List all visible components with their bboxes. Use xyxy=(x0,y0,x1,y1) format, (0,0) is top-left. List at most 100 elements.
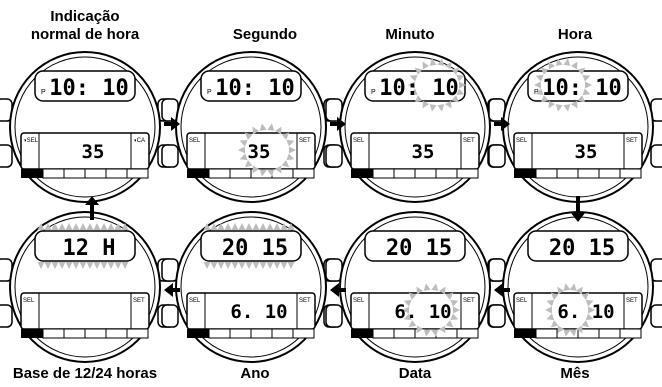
bottom-digits: 35 xyxy=(575,141,598,163)
flash-ray xyxy=(408,320,417,328)
flash-ray xyxy=(252,223,260,230)
flash-ray xyxy=(408,292,417,300)
flash-ray xyxy=(534,81,541,89)
flash-ray xyxy=(287,262,295,269)
flash-ray xyxy=(563,58,571,66)
flash-ray xyxy=(563,283,571,291)
flash-ray xyxy=(402,306,409,314)
arrow-head xyxy=(330,283,339,297)
side-button xyxy=(650,144,662,168)
flash-ray xyxy=(72,223,80,230)
flash-ray xyxy=(100,223,108,230)
flash-ray xyxy=(548,100,556,109)
flash-ray xyxy=(44,262,52,269)
side-button xyxy=(488,304,506,328)
bar-segment xyxy=(187,169,209,178)
arrow-head xyxy=(501,117,510,131)
side-button xyxy=(325,144,343,168)
top-digits: 10: 10 xyxy=(49,76,128,101)
top-digits: 20 15 xyxy=(386,236,452,261)
bar-segment xyxy=(456,328,479,339)
bar-segment xyxy=(126,328,149,339)
sel-tag: ◑SEL xyxy=(23,138,39,144)
bar-segment xyxy=(577,168,600,179)
bar-segment xyxy=(535,328,558,339)
flash-ray xyxy=(423,283,431,291)
bar-segment xyxy=(292,168,315,179)
flash-ray xyxy=(438,286,446,295)
flash-ray xyxy=(588,306,595,314)
watch-bezel xyxy=(344,216,486,358)
bar-segment xyxy=(514,169,536,178)
flash-ray xyxy=(238,262,246,269)
flash-ray xyxy=(273,223,281,230)
top-digits: 20 15 xyxy=(222,236,288,261)
flash-ray xyxy=(581,320,590,328)
flash-ray xyxy=(210,223,218,230)
flash-ray xyxy=(51,262,59,269)
flash-ray xyxy=(239,153,248,161)
bar-segment xyxy=(414,168,437,179)
flash-ray xyxy=(540,95,549,103)
flash-ray xyxy=(429,58,437,66)
bar-segment xyxy=(393,168,416,179)
bar-segment xyxy=(456,168,479,179)
flash-ray xyxy=(245,262,253,269)
flash-ray xyxy=(65,262,73,269)
flash-ray xyxy=(273,262,281,269)
flash-ray xyxy=(555,104,563,112)
label-segundo: Segundo xyxy=(232,26,298,43)
bar-segment xyxy=(21,329,43,338)
bar-segment xyxy=(271,168,294,179)
watch-bezel xyxy=(180,216,322,358)
sel-tag: SEL xyxy=(516,298,528,304)
flash-ray xyxy=(450,299,459,307)
flash-ray xyxy=(550,292,559,300)
flash-ray xyxy=(100,262,108,269)
bar-segment xyxy=(105,328,128,339)
set-tag: SET xyxy=(626,298,638,304)
bar-segment xyxy=(229,328,252,339)
flash-ray xyxy=(274,126,282,135)
flash-ray xyxy=(286,139,295,147)
flash-ray xyxy=(453,306,460,314)
flash-ray xyxy=(224,262,232,269)
flash-ray xyxy=(445,320,454,328)
label-hora: Hora xyxy=(557,26,593,43)
sel-tag: SEL xyxy=(189,138,201,144)
top-digits: 12 H xyxy=(63,236,116,261)
bar-segment xyxy=(21,169,43,178)
bar-segment xyxy=(598,328,621,339)
flash-ray xyxy=(585,313,594,321)
top-display xyxy=(34,70,136,102)
flow-arrow xyxy=(494,283,510,297)
flash-ray xyxy=(570,61,578,70)
flash-ray xyxy=(577,95,586,103)
bar-segment xyxy=(208,168,231,179)
set-tag: ◑CA xyxy=(133,138,145,144)
flash-ray xyxy=(431,283,439,291)
bar-segment xyxy=(393,328,416,339)
flash-ray xyxy=(575,325,583,334)
bottom-digits: 35 xyxy=(248,141,271,163)
flash-ray xyxy=(217,262,225,269)
flash-ray xyxy=(37,262,45,269)
flash-ray xyxy=(266,262,274,269)
bar-segment xyxy=(372,168,395,179)
flash-ray xyxy=(114,262,122,269)
flash-ray xyxy=(450,313,459,321)
bar-segment xyxy=(619,328,642,339)
arrow-head xyxy=(571,213,585,222)
flash-ray xyxy=(422,100,430,109)
flash-ray xyxy=(244,132,253,140)
flash-ray xyxy=(58,262,66,269)
flash-ray xyxy=(244,160,253,168)
bottom-display xyxy=(20,292,150,330)
flash-ray xyxy=(252,126,260,135)
side-button xyxy=(488,144,506,168)
flash-ray xyxy=(569,283,577,291)
